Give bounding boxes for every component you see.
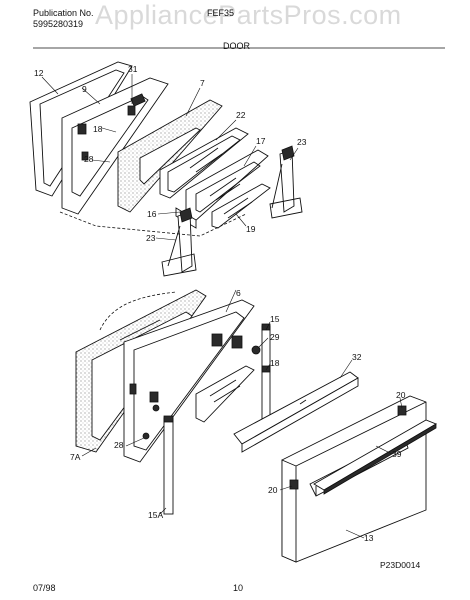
part-6-door-liner [123,299,255,463]
callout-32: 32 [352,352,362,362]
part-23-hinge-right [269,145,303,219]
assembly-dashed-line [59,211,247,237]
part-15A-rail [163,415,174,515]
callout-17: 17 [256,136,266,146]
callout-13: 13 [364,533,374,543]
part-13-outer-panel [281,395,427,563]
callout-15: 15 [270,314,280,324]
callout-23-right: 23 [297,137,307,147]
figure-code: P23D0014 [380,560,420,570]
section-title: DOOR [223,41,250,51]
footer-date: 07/98 [33,583,56,593]
callout-28-lower: 28 [114,440,124,450]
callout-31: 31 [128,64,138,74]
callout-labels: 12 9 31 7 18 22 28 17 23 16 19 23 6 15 2… [34,64,420,570]
part-17-window-glass [185,149,269,223]
callout-19: 19 [246,224,256,234]
part-32-top-trim [233,371,359,453]
part-19-glass [211,183,271,229]
part-9-inner-panel [61,77,169,215]
publication-label: Publication No. [33,8,94,18]
callout-12: 12 [34,68,44,78]
watermark: AppliancePartsPros.com [95,0,402,30]
callout-7: 7 [200,78,205,88]
callout-18-lower: 18 [270,358,280,368]
part-22-window-frame [159,127,249,199]
footer-page-number: 10 [233,583,244,593]
model-number: FEF35 [207,8,235,18]
callout-20-right: 20 [396,390,406,400]
part-31-insert [127,105,136,116]
callout-23-left: 23 [146,233,156,243]
callout-16: 16 [147,209,157,219]
callout-7A: 7A [70,452,81,462]
callout-20-left: 20 [268,485,278,495]
callout-15A: 15A [148,510,163,520]
part-39-handle [313,419,438,495]
part-28-screw [152,404,160,412]
callout-6: 6 [236,288,241,298]
part-7-glass-pack [117,99,223,213]
callout-39: 39 [392,449,402,459]
part-15-rail [261,323,271,421]
callout-9: 9 [82,84,87,94]
callout-18: 18 [93,124,103,134]
callout-29: 29 [270,332,280,342]
callout-28: 28 [84,154,94,164]
leader-lines [41,74,403,539]
part-20-endcap-left [289,479,299,490]
callout-22: 22 [236,110,246,120]
part-20-endcap-right [397,405,407,416]
part-28-screw-2 [142,432,150,440]
part-window-bracket [195,365,255,423]
lower-dashed-curve [99,291,177,331]
publication-number: 5995280319 [33,19,84,29]
part-23-hinge-left [161,207,197,277]
